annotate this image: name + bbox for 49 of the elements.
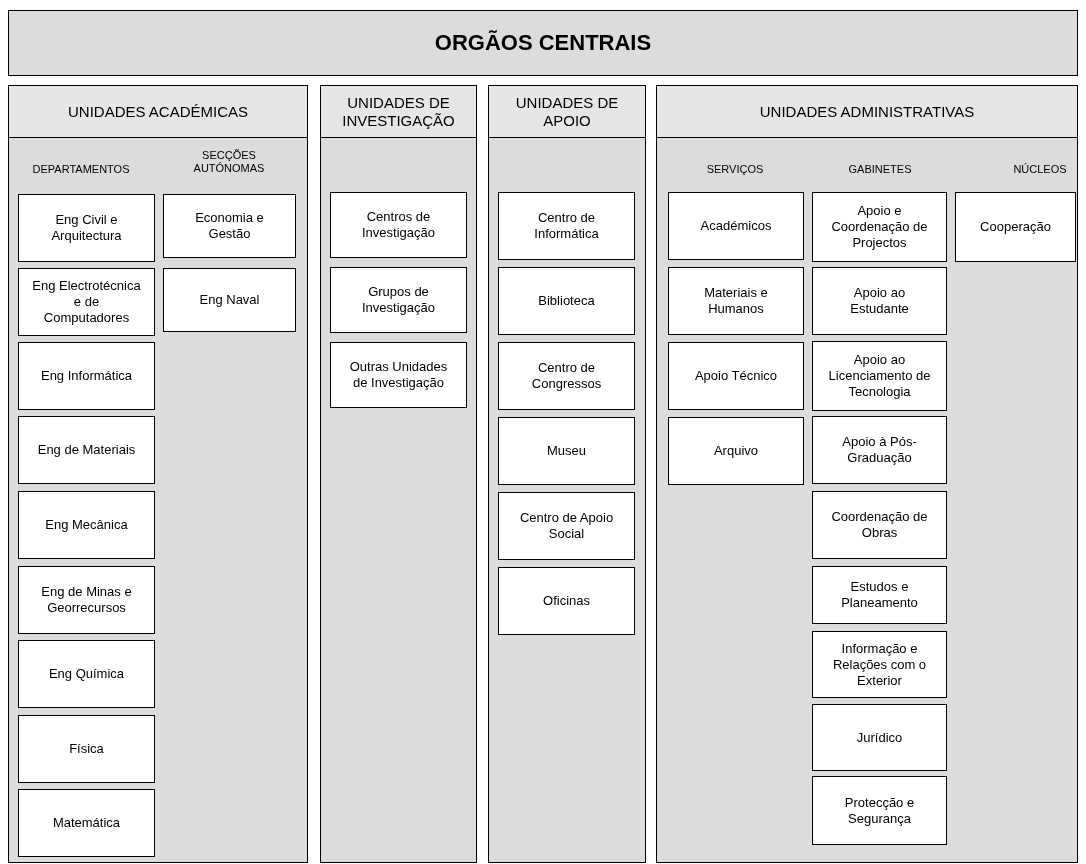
unit-box: Protecção e Segurança — [812, 776, 947, 845]
unit-box: Centro de Congressos — [498, 342, 635, 410]
unit-box: Eng de Minas e Georrecursos — [18, 566, 155, 634]
unit-box: Coordenação de Obras — [812, 491, 947, 559]
column-heading: SECÇÕES AUTÓNOMAS — [192, 149, 266, 175]
unit-box: Economia e Gestão — [163, 194, 296, 258]
unit-box: Eng de Materiais — [18, 416, 155, 484]
unit-panel — [656, 85, 1078, 863]
unit-box: Apoio ao Licenciamento de Tecnologia — [812, 341, 947, 411]
unit-box: Jurídico — [812, 704, 947, 771]
unit-box: Apoio Técnico — [668, 342, 804, 410]
unit-panel — [8, 85, 308, 863]
unit-box: Museu — [498, 417, 635, 485]
panel-header: UNIDADES DE APOIO — [489, 86, 645, 138]
unit-box: Centro de Informática — [498, 192, 635, 260]
unit-box: Apoio e Coordenação de Projectos — [812, 192, 947, 262]
column-heading: NÚCLEOS — [1013, 162, 1067, 176]
unit-box: Materiais e Humanos — [668, 267, 804, 335]
panel-header: UNIDADES ADMINISTRATIVAS — [657, 86, 1077, 138]
unit-box: Outras Unidades de Investigação — [330, 342, 467, 408]
unit-panel — [488, 85, 646, 863]
unit-box: Cooperação — [955, 192, 1076, 262]
column-heading: SERVIÇOS — [706, 162, 764, 176]
column-heading: GABINETES — [848, 162, 912, 176]
unit-box: Grupos de Investigação — [330, 267, 467, 333]
panel-header: UNIDADES DE INVESTIGAÇÃO — [321, 86, 476, 138]
unit-box: Centro de Apoio Social — [498, 492, 635, 560]
unit-box: Eng Química — [18, 640, 155, 708]
unit-box: Eng Informática — [18, 342, 155, 410]
central-bodies-band — [8, 10, 1078, 76]
unit-box: Biblioteca — [498, 267, 635, 335]
unit-box: Informação e Relações com o Exterior — [812, 631, 947, 698]
band-title: ORGÃOS CENTRAIS — [434, 30, 652, 56]
unit-box: Física — [18, 715, 155, 783]
unit-box: Eng Naval — [163, 268, 296, 332]
unit-box: Oficinas — [498, 567, 635, 635]
column-heading: DEPARTAMENTOS — [32, 162, 130, 176]
unit-panel — [320, 85, 477, 863]
unit-box: Matemática — [18, 789, 155, 857]
unit-box: Estudos e Planeamento — [812, 566, 947, 624]
unit-box: Apoio à Pós-Graduação — [812, 416, 947, 484]
unit-box: Eng Mecânica — [18, 491, 155, 559]
unit-box: Eng Electrotécnica e de Computadores — [18, 268, 155, 336]
unit-box: Arquivo — [668, 417, 804, 485]
unit-box: Centros de Investigação — [330, 192, 467, 258]
unit-box: Apoio ao Estudante — [812, 267, 947, 335]
unit-box: Académicos — [668, 192, 804, 260]
panel-header: UNIDADES ACADÉMICAS — [9, 86, 307, 138]
unit-box: Eng Civil e Arquitectura — [18, 194, 155, 262]
